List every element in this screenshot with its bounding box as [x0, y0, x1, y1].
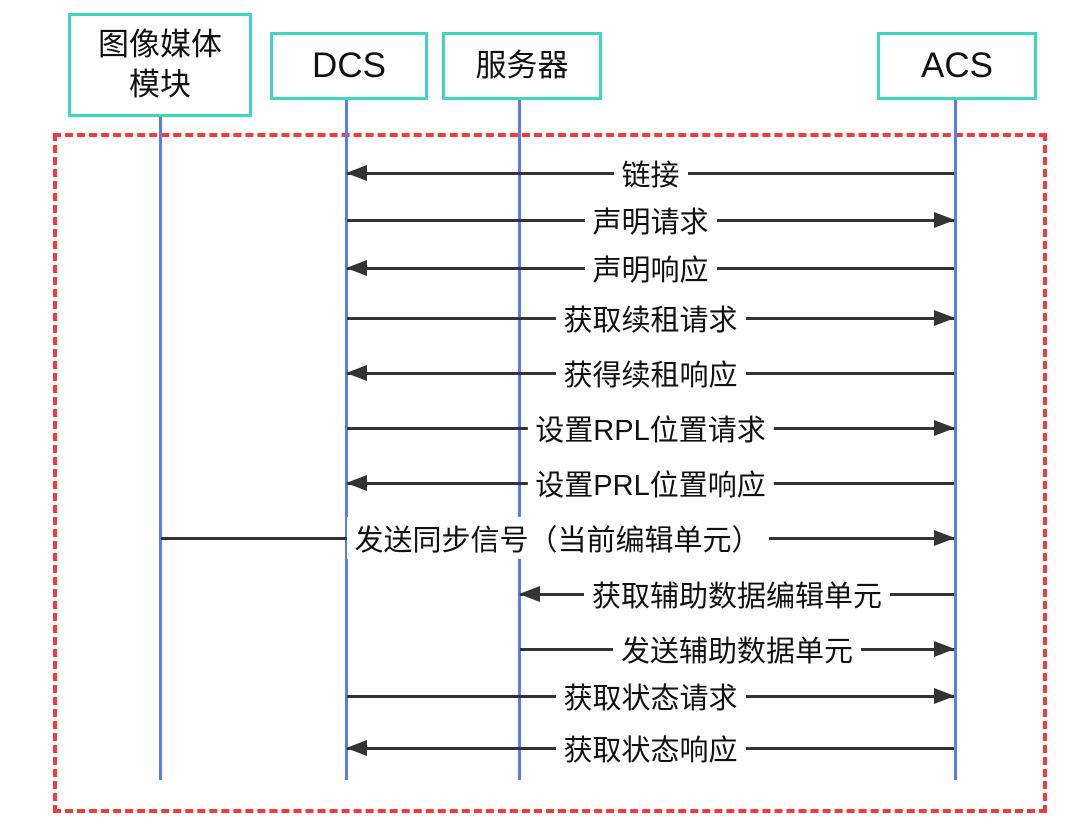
lifeline-server — [517, 100, 521, 780]
lifeline-image-media-module — [158, 117, 162, 780]
arrowhead-right-icon — [934, 688, 955, 704]
message-label-9: 获取辅助数据编辑单元 — [583, 573, 891, 615]
actor-box-acs: ACS — [877, 32, 1037, 100]
arrowhead-left-icon — [519, 586, 540, 602]
message-label-11: 获取状态请求 — [555, 675, 746, 717]
message-label-4: 获取续租请求 — [555, 297, 746, 339]
message-label-3: 声明响应 — [584, 247, 717, 289]
message-label-8: 发送同步信号（当前编辑单元） — [346, 517, 769, 559]
arrowhead-right-icon — [934, 212, 955, 228]
message-label-12: 获取状态响应 — [555, 727, 746, 769]
arrowhead-right-icon — [934, 310, 955, 326]
arrowhead-left-icon — [346, 475, 367, 491]
actor-box-server: 服务器 — [442, 32, 602, 100]
lifeline-dcs — [344, 100, 348, 780]
message-label-6: 设置RPL位置请求 — [527, 407, 774, 449]
message-label-5: 获得续租响应 — [555, 352, 746, 394]
boundary-frame — [53, 133, 1047, 813]
message-label-10: 发送辅助数据单元 — [612, 628, 862, 670]
lifeline-acs — [953, 100, 957, 780]
actor-box-image-media-module: 图像媒体 模块 — [68, 13, 252, 117]
arrowhead-left-icon — [346, 260, 367, 276]
arrowhead-left-icon — [346, 740, 367, 756]
message-label-7: 设置PRL位置响应 — [527, 462, 774, 504]
message-label-2: 声明请求 — [584, 199, 717, 241]
arrowhead-right-icon — [934, 420, 955, 436]
message-label-1: 链接 — [613, 152, 688, 194]
arrowhead-right-icon — [934, 641, 955, 657]
arrowhead-left-icon — [346, 165, 367, 181]
actor-box-dcs: DCS — [270, 32, 428, 100]
arrowhead-right-icon — [934, 530, 955, 546]
arrowhead-left-icon — [346, 365, 367, 381]
